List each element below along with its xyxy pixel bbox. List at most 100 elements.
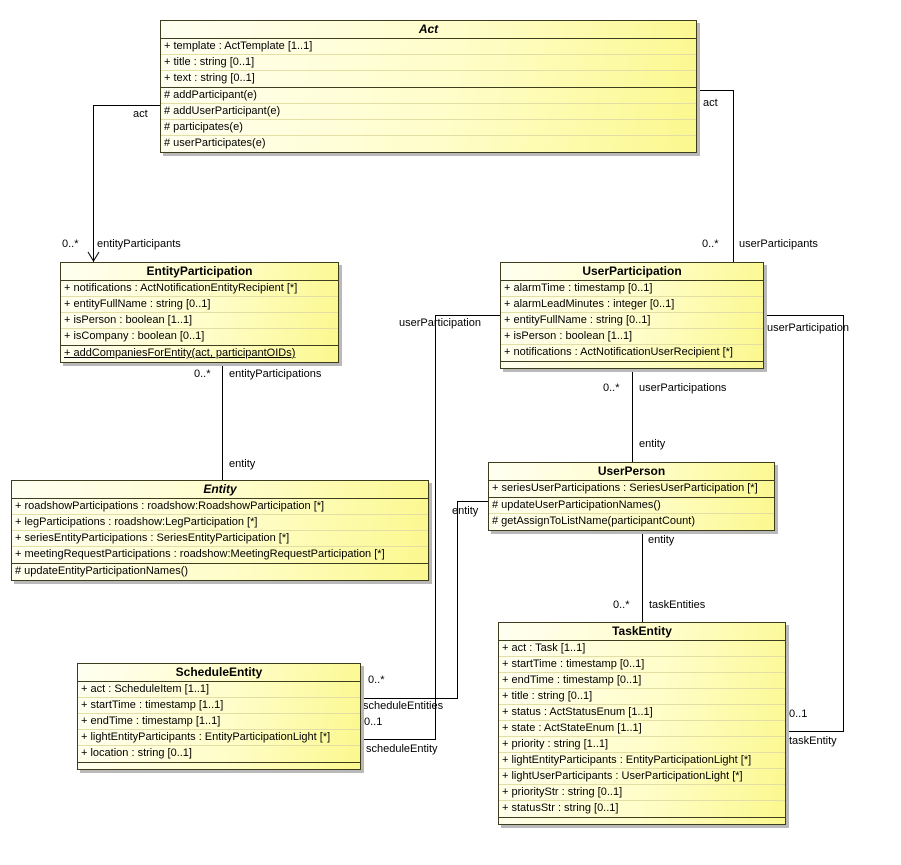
attribute-row: + roadshowParticipations : roadshow:Road… bbox=[12, 499, 428, 515]
attribute-row: + priority : string [1..1] bbox=[499, 737, 785, 753]
operations-compartment bbox=[78, 762, 360, 769]
attribute-row: + state : ActStateEnum [1..1] bbox=[499, 721, 785, 737]
operations-compartment: # addParticipant(e)# addUserParticipant(… bbox=[161, 87, 696, 152]
operations-compartment bbox=[501, 361, 763, 368]
attribute-row: + act : Task [1..1] bbox=[499, 641, 785, 657]
attribute-row: + status : ActStatusEnum [1..1] bbox=[499, 705, 785, 721]
attribute-row: + startTime : timestamp [0..1] bbox=[499, 657, 785, 673]
association-act-entityparticipation[interactable] bbox=[93, 105, 94, 262]
class-scheduleentity[interactable]: ScheduleEntity + act : ScheduleItem [1..… bbox=[77, 663, 361, 770]
attribute-row: + seriesEntityParticipations : SeriesEnt… bbox=[12, 531, 428, 547]
class-title: TaskEntity bbox=[499, 623, 785, 641]
attributes-compartment: + act : Task [1..1]+ startTime : timesta… bbox=[499, 641, 785, 817]
class-entityparticipation[interactable]: EntityParticipation + notifications : Ac… bbox=[60, 262, 339, 363]
association-act-userparticipation[interactable] bbox=[697, 90, 734, 91]
open-arrowhead-icon bbox=[87, 251, 100, 262]
attribute-row: + priorityStr : string [0..1] bbox=[499, 785, 785, 801]
class-userperson[interactable]: UserPerson + seriesUserParticipations : … bbox=[488, 462, 775, 531]
attributes-compartment: + roadshowParticipations : roadshow:Road… bbox=[12, 499, 428, 563]
operation-row: # participates(e) bbox=[161, 120, 696, 136]
attribute-row: + notifications : ActNotificationEntityR… bbox=[61, 281, 338, 297]
association-userperson-scheduleentity[interactable] bbox=[360, 698, 458, 699]
edge-multiplicity: 0..* bbox=[613, 599, 630, 611]
attribute-row: + title : string [0..1] bbox=[499, 689, 785, 705]
attribute-row: + seriesUserParticipations : SeriesUserP… bbox=[492, 482, 758, 494]
association-entityparticipation-entity[interactable] bbox=[222, 360, 223, 480]
edge-role-label: entity bbox=[648, 534, 675, 546]
association-userparticipation-scheduleentity[interactable] bbox=[435, 315, 436, 739]
association-userparticipation-taskentity[interactable] bbox=[843, 315, 844, 731]
edge-multiplicity: 0..* bbox=[194, 368, 211, 380]
edge-role-label: entity bbox=[639, 438, 666, 450]
edge-role-label: userParticipants bbox=[739, 238, 818, 250]
attribute-row: + entityFullName : string [0..1] bbox=[501, 313, 763, 329]
edge-role-label: entityParticipations bbox=[229, 368, 322, 380]
association-userparticipation-userperson[interactable] bbox=[632, 366, 633, 462]
operation-row: # addUserParticipant(e) bbox=[161, 104, 696, 120]
attribute-row: + title : string [0..1] bbox=[161, 55, 696, 71]
edge-multiplicity: 0..* bbox=[603, 382, 620, 394]
attributes-compartment: + notifications : ActNotificationEntityR… bbox=[61, 281, 338, 345]
association-userperson-taskentity[interactable] bbox=[642, 528, 643, 622]
association-act-entityparticipation[interactable] bbox=[93, 105, 160, 106]
operation-row: # userParticipates(e) bbox=[164, 137, 266, 149]
attribute-row: + isPerson : boolean [1..1] bbox=[501, 329, 763, 345]
edge-role-label: entityParticipants bbox=[97, 238, 181, 250]
attribute-row: + endTime : timestamp [1..1] bbox=[78, 714, 360, 730]
attribute-row: + endTime : timestamp [0..1] bbox=[499, 673, 785, 689]
attribute-row: + lightEntityParticipants : EntityPartic… bbox=[78, 730, 360, 746]
edge-role-label: entity bbox=[452, 505, 479, 517]
attribute-row: + statusStr : string [0..1] bbox=[502, 802, 619, 814]
operation-row: # addParticipant(e) bbox=[161, 88, 696, 104]
edge-multiplicity: 0..* bbox=[702, 238, 719, 250]
attribute-row: + entityFullName : string [0..1] bbox=[61, 297, 338, 313]
operations-compartment: # updateUserParticipationNames()# getAss… bbox=[489, 497, 774, 530]
class-title: Entity bbox=[12, 481, 428, 499]
class-title: UserParticipation bbox=[501, 263, 763, 281]
class-act[interactable]: Act + template : ActTemplate [1..1]+ tit… bbox=[160, 20, 697, 153]
edge-multiplicity: 0..* bbox=[62, 238, 79, 250]
operations-compartment: + addCompaniesForEntity(act, participant… bbox=[61, 345, 338, 362]
association-act-userparticipation[interactable] bbox=[733, 90, 734, 262]
attributes-compartment: + alarmTime : timestamp [0..1]+ alarmLea… bbox=[501, 281, 763, 361]
class-taskentity[interactable]: TaskEntity + act : Task [1..1]+ startTim… bbox=[498, 622, 786, 825]
edge-multiplicity: 0..1 bbox=[789, 708, 808, 720]
edge-role-label: userParticipation bbox=[767, 322, 849, 334]
class-title: UserPerson bbox=[489, 463, 774, 481]
class-title: ScheduleEntity bbox=[78, 664, 360, 682]
edge-role-label: userParticipation bbox=[399, 317, 481, 329]
operation-row: + addCompaniesForEntity(act, participant… bbox=[64, 347, 296, 359]
attribute-row: + template : ActTemplate [1..1] bbox=[161, 39, 696, 55]
edge-role-label: taskEntities bbox=[649, 599, 706, 611]
class-title: EntityParticipation bbox=[61, 263, 338, 281]
attribute-row: + alarmLeadMinutes : integer [0..1] bbox=[501, 297, 763, 313]
edge-role-label: scheduleEntities bbox=[363, 700, 444, 712]
edge-role-label: entity bbox=[229, 458, 256, 470]
association-userparticipation-scheduleentity[interactable] bbox=[435, 315, 500, 316]
attribute-row: + location : string [0..1] bbox=[81, 747, 192, 759]
association-userperson-scheduleentity[interactable] bbox=[457, 501, 489, 502]
operation-row: # getAssignToListName(participantCount) bbox=[492, 515, 695, 527]
edge-multiplicity: 0..* bbox=[368, 674, 385, 686]
association-userparticipation-taskentity[interactable] bbox=[785, 731, 844, 732]
class-userparticipation[interactable]: UserParticipation + alarmTime : timestam… bbox=[500, 262, 764, 369]
operations-compartment bbox=[499, 817, 785, 824]
operation-row: # updateEntityParticipationNames() bbox=[15, 565, 189, 577]
association-userparticipation-scheduleentity[interactable] bbox=[360, 739, 436, 740]
edge-role-label: userParticipations bbox=[639, 382, 727, 394]
attribute-row: + alarmTime : timestamp [0..1] bbox=[501, 281, 763, 297]
attribute-row: + lightEntityParticipants : EntityPartic… bbox=[499, 753, 785, 769]
association-userperson-scheduleentity[interactable] bbox=[457, 501, 458, 698]
attribute-row: + text : string [0..1] bbox=[164, 72, 255, 84]
attributes-compartment: + act : ScheduleItem [1..1]+ startTime :… bbox=[78, 682, 360, 762]
attribute-row: + notifications : ActNotificationUserRec… bbox=[504, 346, 733, 358]
attribute-row: + isCompany : boolean [0..1] bbox=[64, 330, 205, 342]
class-entity[interactable]: Entity + roadshowParticipations : roadsh… bbox=[11, 480, 429, 581]
edge-multiplicity: 0..1 bbox=[364, 716, 383, 728]
attributes-compartment: + seriesUserParticipations : SeriesUserP… bbox=[489, 481, 774, 497]
attribute-row: + legParticipations : roadshow:LegPartic… bbox=[12, 515, 428, 531]
attribute-row: + lightUserParticipants : UserParticipat… bbox=[499, 769, 785, 785]
association-userparticipation-taskentity[interactable] bbox=[763, 315, 843, 316]
operation-row: # updateUserParticipationNames() bbox=[489, 498, 774, 514]
